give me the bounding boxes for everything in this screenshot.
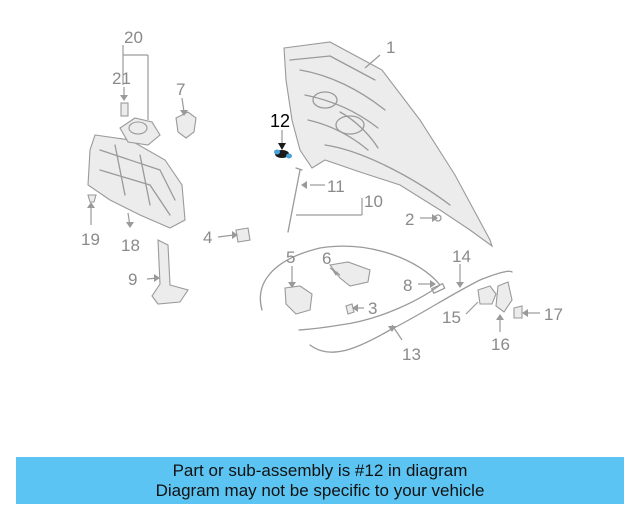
lever-clip — [513, 305, 523, 319]
callout-20: 20 — [124, 28, 143, 47]
bracket — [175, 111, 197, 139]
callout-18: 18 — [121, 236, 140, 255]
highlighted-part-12[interactable] — [274, 149, 292, 159]
callout-15: 15 — [442, 308, 461, 327]
callout-8: 8 — [403, 276, 412, 295]
callout-13: 13 — [402, 345, 421, 364]
info-banner: Part or sub-assembly is #12 in diagram D… — [16, 457, 624, 504]
callout-16: 16 — [491, 335, 510, 354]
callout-14: 14 — [452, 247, 471, 266]
callout-1: 1 — [386, 38, 395, 57]
arrowheads-grey — [87, 95, 528, 332]
release-handle — [329, 261, 371, 287]
cable-sleeve — [431, 283, 446, 294]
callout-21: 21 — [112, 69, 131, 88]
parts-diagram: 1 20 21 7 12 11 10 2 4 19 18 5 6 14 9 8 … — [81, 28, 563, 364]
callout-10: 10 — [364, 192, 383, 211]
hood-insulator — [87, 134, 186, 229]
hood-panel — [283, 41, 494, 248]
hood-support-rod — [287, 167, 303, 233]
cable-clip — [235, 227, 251, 243]
arrowheads — [278, 143, 286, 150]
release-lever — [495, 281, 513, 313]
banner-line-2: Diagram may not be specific to your vehi… — [155, 481, 485, 500]
hood-clip — [120, 102, 129, 117]
callout-2: 2 — [405, 210, 414, 229]
callout-7: 7 — [176, 80, 185, 99]
callout-9: 9 — [128, 270, 137, 289]
release-cable — [309, 270, 513, 353]
callout-3: 3 — [368, 299, 377, 318]
cable-handle — [477, 285, 497, 305]
insulator-clip — [87, 194, 97, 203]
callout-4: 4 — [203, 228, 212, 247]
hood-seal — [259, 245, 441, 331]
hood-bumper — [119, 117, 161, 146]
callout-19: 19 — [81, 230, 100, 249]
lock-bolt — [345, 303, 355, 315]
banner-line-1: Part or sub-assembly is #12 in diagram — [172, 461, 468, 480]
callout-5: 5 — [286, 248, 295, 267]
callout-17: 17 — [544, 305, 563, 324]
callout-12: 12 — [270, 111, 290, 131]
hood-hinge — [151, 239, 189, 305]
hood-lock — [284, 285, 313, 315]
callout-11: 11 — [327, 177, 345, 196]
callout-6: 6 — [322, 249, 331, 268]
